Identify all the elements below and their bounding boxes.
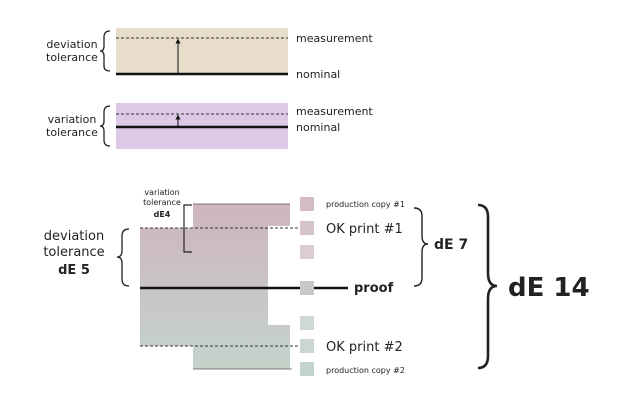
bottom-deviation-label-line1: deviation: [44, 229, 104, 244]
tolerance-area: [140, 204, 290, 369]
variation-nominal-label: nominal: [296, 121, 340, 134]
swatch-3: [300, 245, 314, 259]
deviation-label-line1: deviation: [46, 38, 97, 51]
de7-brace: [413, 207, 429, 287]
small-variation-label-line2: tolerance: [143, 198, 181, 207]
deviation-brace: [99, 30, 111, 72]
swatch-ok-print-1: [300, 221, 314, 235]
deviation-band: [116, 28, 288, 74]
variation-label-line1: variation: [48, 113, 97, 126]
proof-label: proof: [354, 281, 394, 296]
de14-label: dE 14: [508, 273, 590, 303]
production-copy-1-label: production copy #1: [326, 200, 405, 209]
nominal-label: nominal: [296, 68, 340, 81]
production-copy-2-label: production copy #2: [326, 366, 405, 375]
small-variation-bracket: [183, 204, 192, 253]
swatch-production-copy-2: [300, 362, 314, 376]
measurement-label: measurement: [296, 32, 373, 45]
variation-measurement-label: measurement: [296, 105, 373, 118]
small-variation-value: dE4: [154, 210, 171, 219]
deviation-label-line2: tolerance: [46, 51, 98, 64]
swatch-proof: [300, 281, 314, 295]
bottom-deviation-value: dE 5: [58, 263, 90, 278]
variation-label-line2: tolerance: [46, 126, 98, 139]
swatch-5: [300, 316, 314, 330]
de14-brace: [477, 203, 498, 370]
bottom-deviation-label-line2: tolerance: [43, 245, 104, 260]
ok-print-2-label: OK print #2: [326, 340, 403, 355]
swatch-production-copy-1: [300, 197, 314, 211]
deviation-panel: deviation tolerance measurement nominal: [46, 28, 373, 81]
combined-panel: variation tolerance dE4 deviation tolera…: [43, 188, 590, 376]
ok-print-1-label: OK print #1: [326, 222, 403, 237]
variation-panel: variation tolerance measurement nominal: [46, 103, 373, 149]
swatch-ok-print-2: [300, 339, 314, 353]
variation-brace: [99, 105, 111, 147]
small-variation-label-line1: variation: [144, 188, 179, 197]
de7-label: dE 7: [434, 237, 468, 253]
bottom-deviation-brace: [116, 228, 130, 287]
